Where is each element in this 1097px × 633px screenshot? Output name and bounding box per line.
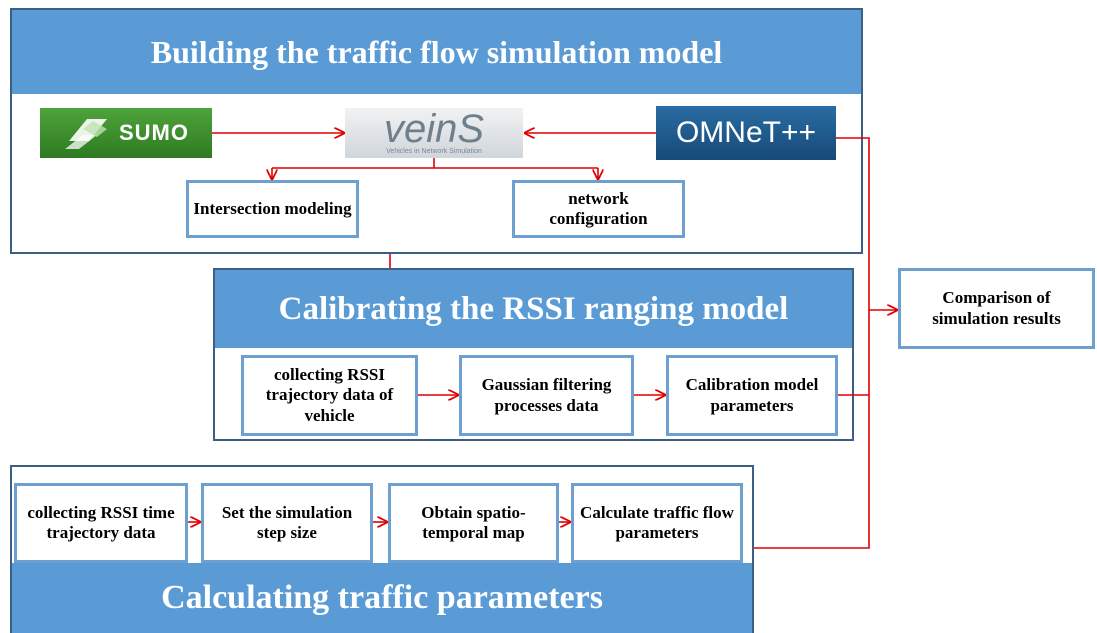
- network-configuration-box: network configuration: [512, 180, 685, 238]
- calibrate-section-title: Calibrating the RSSI ranging model: [215, 270, 852, 348]
- comparison-box: Comparison of simulation results: [898, 268, 1095, 349]
- build-section-title: Building the traffic flow simulation mod…: [12, 10, 861, 94]
- simulation-step-box: Set the simulation step size: [201, 483, 373, 563]
- collect-rssi-vehicle-box: collecting RSSI trajectory data of vehic…: [241, 355, 418, 436]
- omnet-logo: OMNeT++: [656, 106, 836, 160]
- intersection-modeling-box: Intersection modeling: [186, 180, 359, 238]
- spatio-temporal-box: Obtain spatio-temporal map: [388, 483, 559, 563]
- veins-logo: veinS Vehicles in Network Simulation: [345, 108, 523, 158]
- calculate-section-title: Calculating traffic parameters: [12, 563, 752, 633]
- omnet-label: OMNeT++: [675, 116, 817, 149]
- veins-label: veinS: [383, 108, 485, 151]
- veins-subtitle: Vehicles in Network Simulation: [386, 147, 482, 155]
- sumo-logo: SUMO: [40, 108, 212, 158]
- sumo-label: SUMO: [119, 120, 189, 145]
- traffic-flow-box: Calculate traffic flow parameters: [571, 483, 743, 563]
- gaussian-filtering-box: Gaussian filtering processes data: [459, 355, 634, 436]
- calibration-parameters-box: Calibration model parameters: [666, 355, 838, 436]
- sumo-icon: [65, 119, 107, 149]
- collect-rssi-time-box: collecting RSSI time trajectory data: [14, 483, 188, 563]
